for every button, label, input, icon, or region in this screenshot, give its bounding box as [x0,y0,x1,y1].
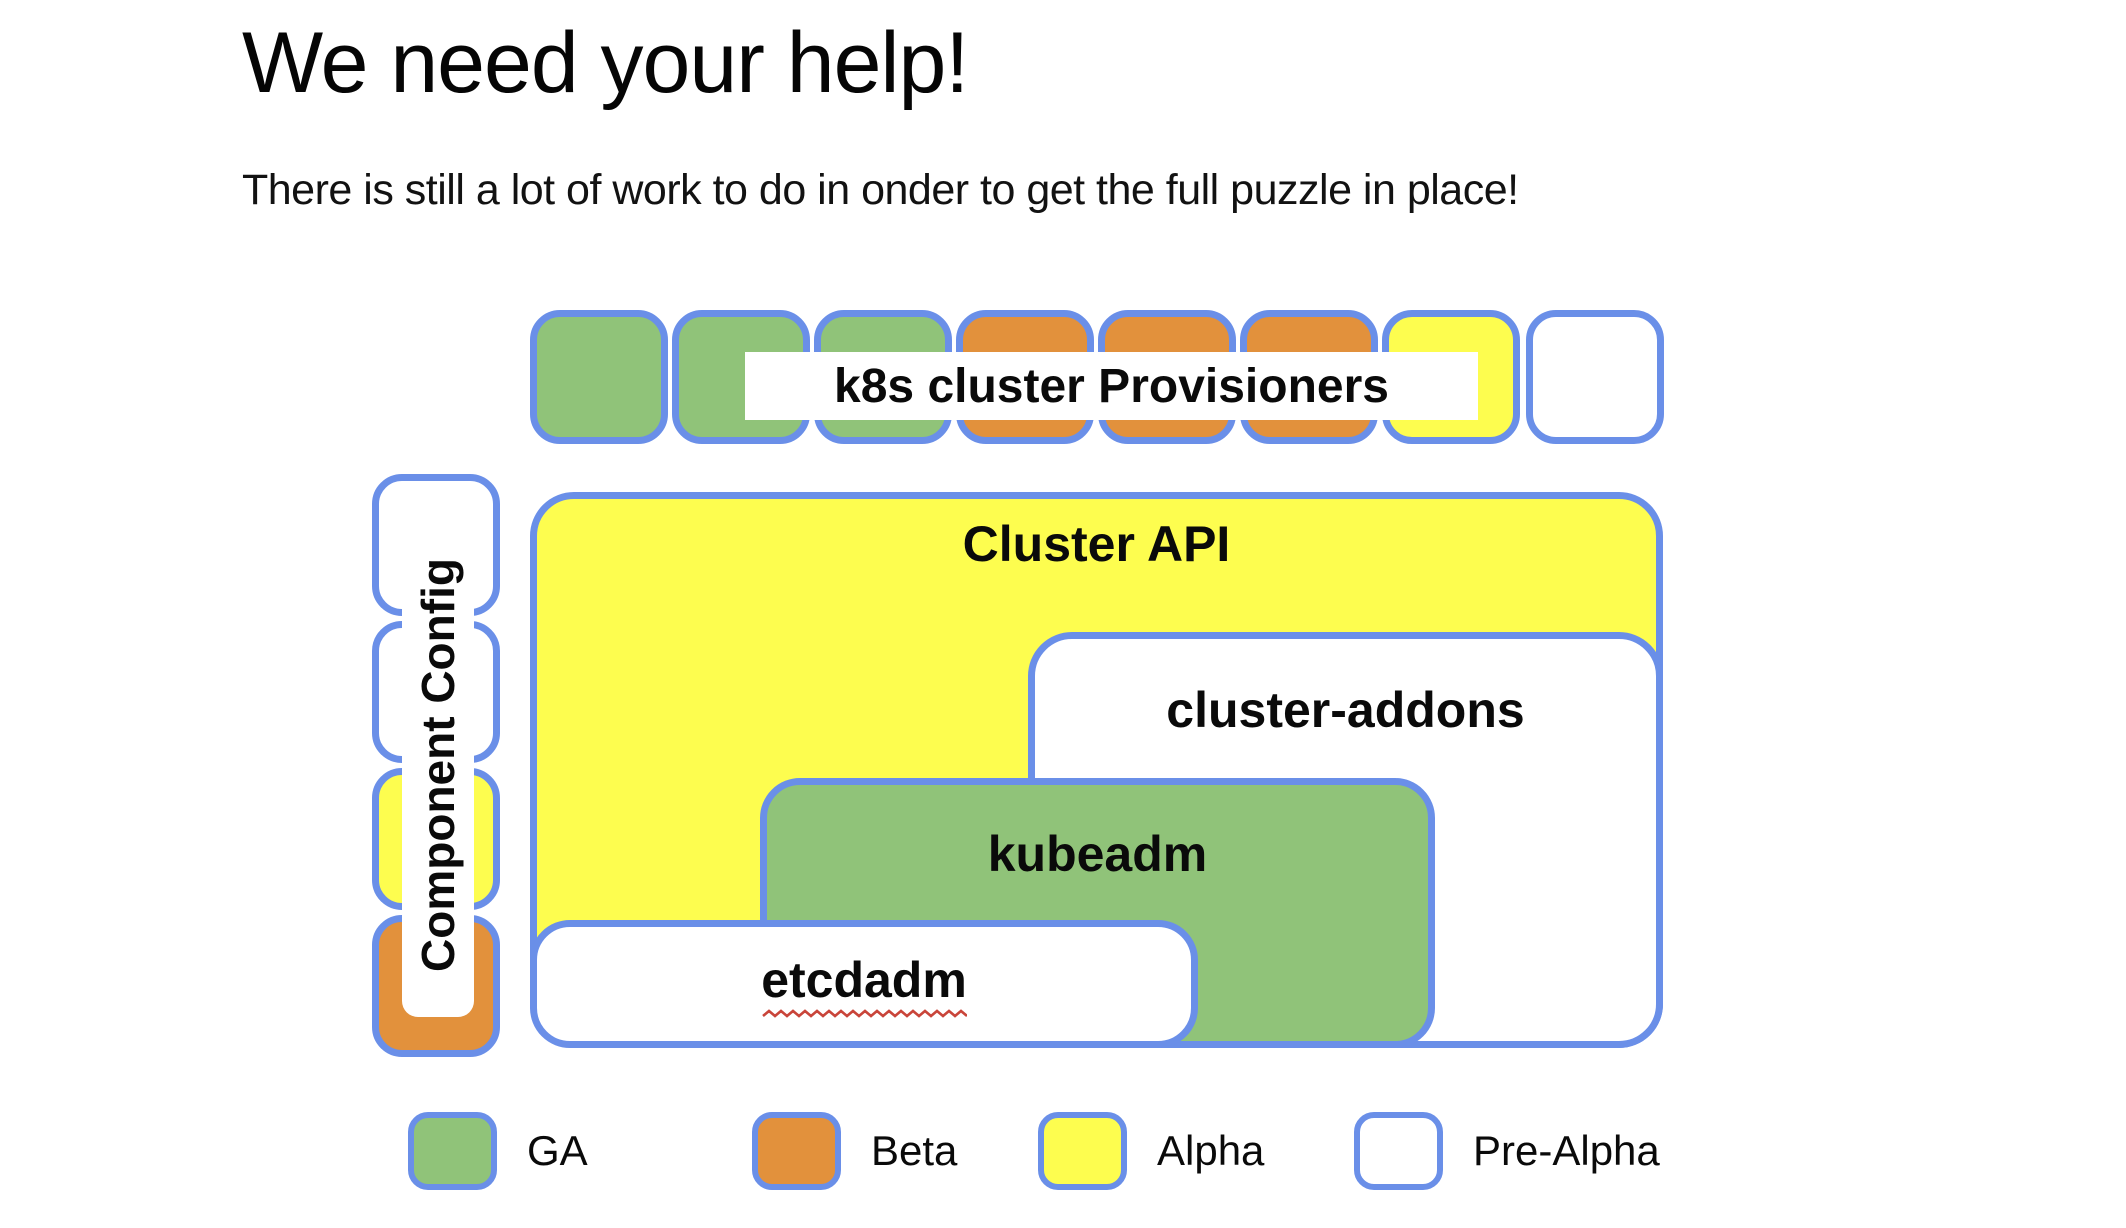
legend-item-pre-alpha: Pre-Alpha [1354,1112,1660,1190]
legend-label-alpha: Alpha [1157,1127,1265,1174]
box-etcdadm: etcdadm [530,920,1198,1048]
spellcheck-squiggle-underline [762,1009,967,1018]
legend-chip-pre-alpha [1354,1112,1443,1190]
provisioners-row-label: k8s cluster Provisioners [745,352,1478,420]
legend-chip-beta [752,1112,841,1190]
legend-chip-ga [408,1112,497,1190]
page-title: We need your help! [242,15,969,111]
provisioner-piece-ga-1 [530,310,668,444]
legend-label-pre-alpha: Pre-Alpha [1473,1127,1660,1174]
etcdadm-label-group: etcdadm [537,955,1191,1018]
legend-label-ga: GA [527,1127,588,1174]
box-kubeadm: kubeadm [760,778,1435,1048]
page-subtitle: There is still a lot of work to do in on… [242,166,1519,214]
provisioner-piece-pre-alpha [1526,310,1664,444]
legend-item-alpha: Alpha [1038,1112,1264,1190]
legend-label-beta: Beta [871,1127,958,1174]
legend-item-beta: Beta [752,1112,957,1190]
kubeadm-label: kubeadm [987,826,1208,882]
component-config-label-box: Component Config [402,512,474,1017]
cluster-addons-label: cluster-addons [1166,682,1525,738]
legend-item-ga: GA [408,1112,588,1190]
component-config-label: Component Config [412,557,465,972]
cluster-api-label: Cluster API [962,516,1231,572]
legend-chip-alpha [1038,1112,1127,1190]
etcdadm-label: etcdadm [761,952,967,1008]
